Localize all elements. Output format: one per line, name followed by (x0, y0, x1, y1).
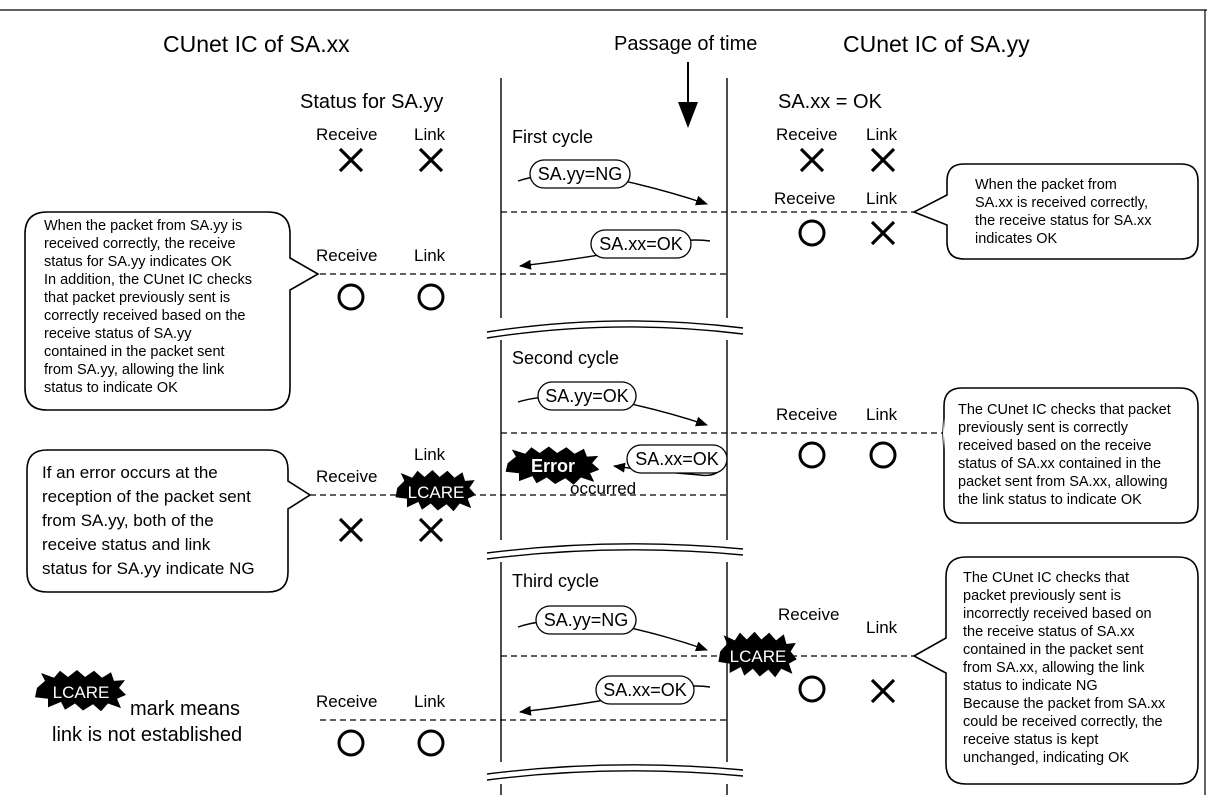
right-link-ng-mark (870, 220, 896, 246)
right-status-title: SA.xx = OK (778, 91, 883, 113)
right-link-label: Link (866, 405, 898, 424)
left-link-ng-mark (418, 517, 444, 543)
cycle-label-second: Second cycle (512, 348, 619, 368)
left-link-ok-mark (417, 729, 445, 757)
right-link-label: Link (866, 618, 898, 637)
left-ic-title: CUnet IC of SA.xx (163, 31, 350, 57)
left-receive-ok-mark (337, 283, 365, 311)
message-pill (529, 159, 631, 189)
message-text: SA.yy=NG (538, 164, 623, 184)
right-receive-ok-mark (798, 219, 826, 247)
right-ic-title: CUnet IC of SA.yy (843, 31, 1030, 57)
left-receive-label: Receive (316, 692, 377, 711)
left-link-label: Link (414, 246, 446, 265)
right-receive-label: Receive (776, 405, 837, 424)
left-link-label: Link (414, 445, 446, 464)
left-receive-ng-mark (338, 517, 364, 543)
legend-line-2: link is not established (52, 724, 242, 746)
error-label: Error (531, 456, 575, 476)
note-text: When the packet from SA.yy is received c… (44, 218, 256, 396)
message-pill (626, 444, 728, 474)
time-arrow (678, 62, 698, 128)
right-receive-ok-mark (798, 441, 826, 469)
lcare-label: LCARE (730, 647, 787, 666)
left-link-ok-mark (417, 283, 445, 311)
message-text: SA.xx=OK (635, 449, 719, 469)
note-callout: The CUnet IC checks that packet previous… (912, 556, 1199, 785)
note-text: The CUnet IC checks that packet previous… (958, 402, 1175, 508)
break-marker (486, 540, 744, 562)
note-text: When the packet from SA.xx is received c… (975, 177, 1156, 247)
left-receive-label: Receive (316, 467, 377, 486)
left-receive-label: Receive (316, 125, 377, 144)
message-text: SA.yy=NG (544, 610, 629, 630)
note-callout: The CUnet IC checks that packet previous… (942, 387, 1199, 524)
legend-line-1: mark means (130, 698, 240, 720)
note-callout: When the packet from SA.yy is received c… (24, 211, 320, 411)
message-text: SA.xx=OK (603, 680, 687, 700)
right-link-ng-mark (870, 147, 896, 173)
left-receive-ok-mark (337, 729, 365, 757)
right-link-ng-mark (870, 678, 896, 704)
lcare-label: LCARE (408, 483, 465, 502)
left-link-label: Link (414, 692, 446, 711)
right-receive-ng-mark (799, 147, 825, 173)
right-link-ok-mark (869, 441, 897, 469)
right-link-label: Link (866, 189, 898, 208)
time-label: Passage of time (614, 33, 757, 55)
message-pill (537, 381, 637, 411)
left-link-ng-mark (418, 147, 444, 173)
break-marker (486, 762, 744, 784)
right-receive-label: Receive (778, 605, 839, 624)
note-callout: When the packet from SA.xx is received c… (912, 163, 1199, 260)
note-text: If an error occurs at the reception of t… (42, 463, 256, 578)
right-receive-label: Receive (774, 189, 835, 208)
legend-lcare-label: LCARE (53, 683, 110, 702)
left-receive-ng-mark (338, 147, 364, 173)
note-text: The CUnet IC checks that packet previous… (963, 570, 1169, 766)
right-receive-ok-mark (798, 675, 826, 703)
cycle-label-first: First cycle (512, 127, 593, 147)
break-marker (486, 318, 744, 340)
right-link-label: Link (866, 125, 898, 144)
error-occurred-label: occurred (570, 479, 636, 498)
message-pill (590, 229, 692, 259)
message-text: SA.yy=OK (545, 386, 629, 406)
message-pill (595, 675, 695, 705)
left-receive-label: Receive (316, 246, 377, 265)
message-text: SA.xx=OK (599, 234, 683, 254)
left-link-label: Link (414, 125, 446, 144)
left-status-title: Status for SA.yy (300, 91, 443, 113)
right-receive-label: Receive (776, 125, 837, 144)
note-callout: If an error occurs at the reception of t… (26, 449, 312, 593)
cycle-label-third: Third cycle (512, 571, 599, 591)
message-pill (535, 605, 637, 635)
